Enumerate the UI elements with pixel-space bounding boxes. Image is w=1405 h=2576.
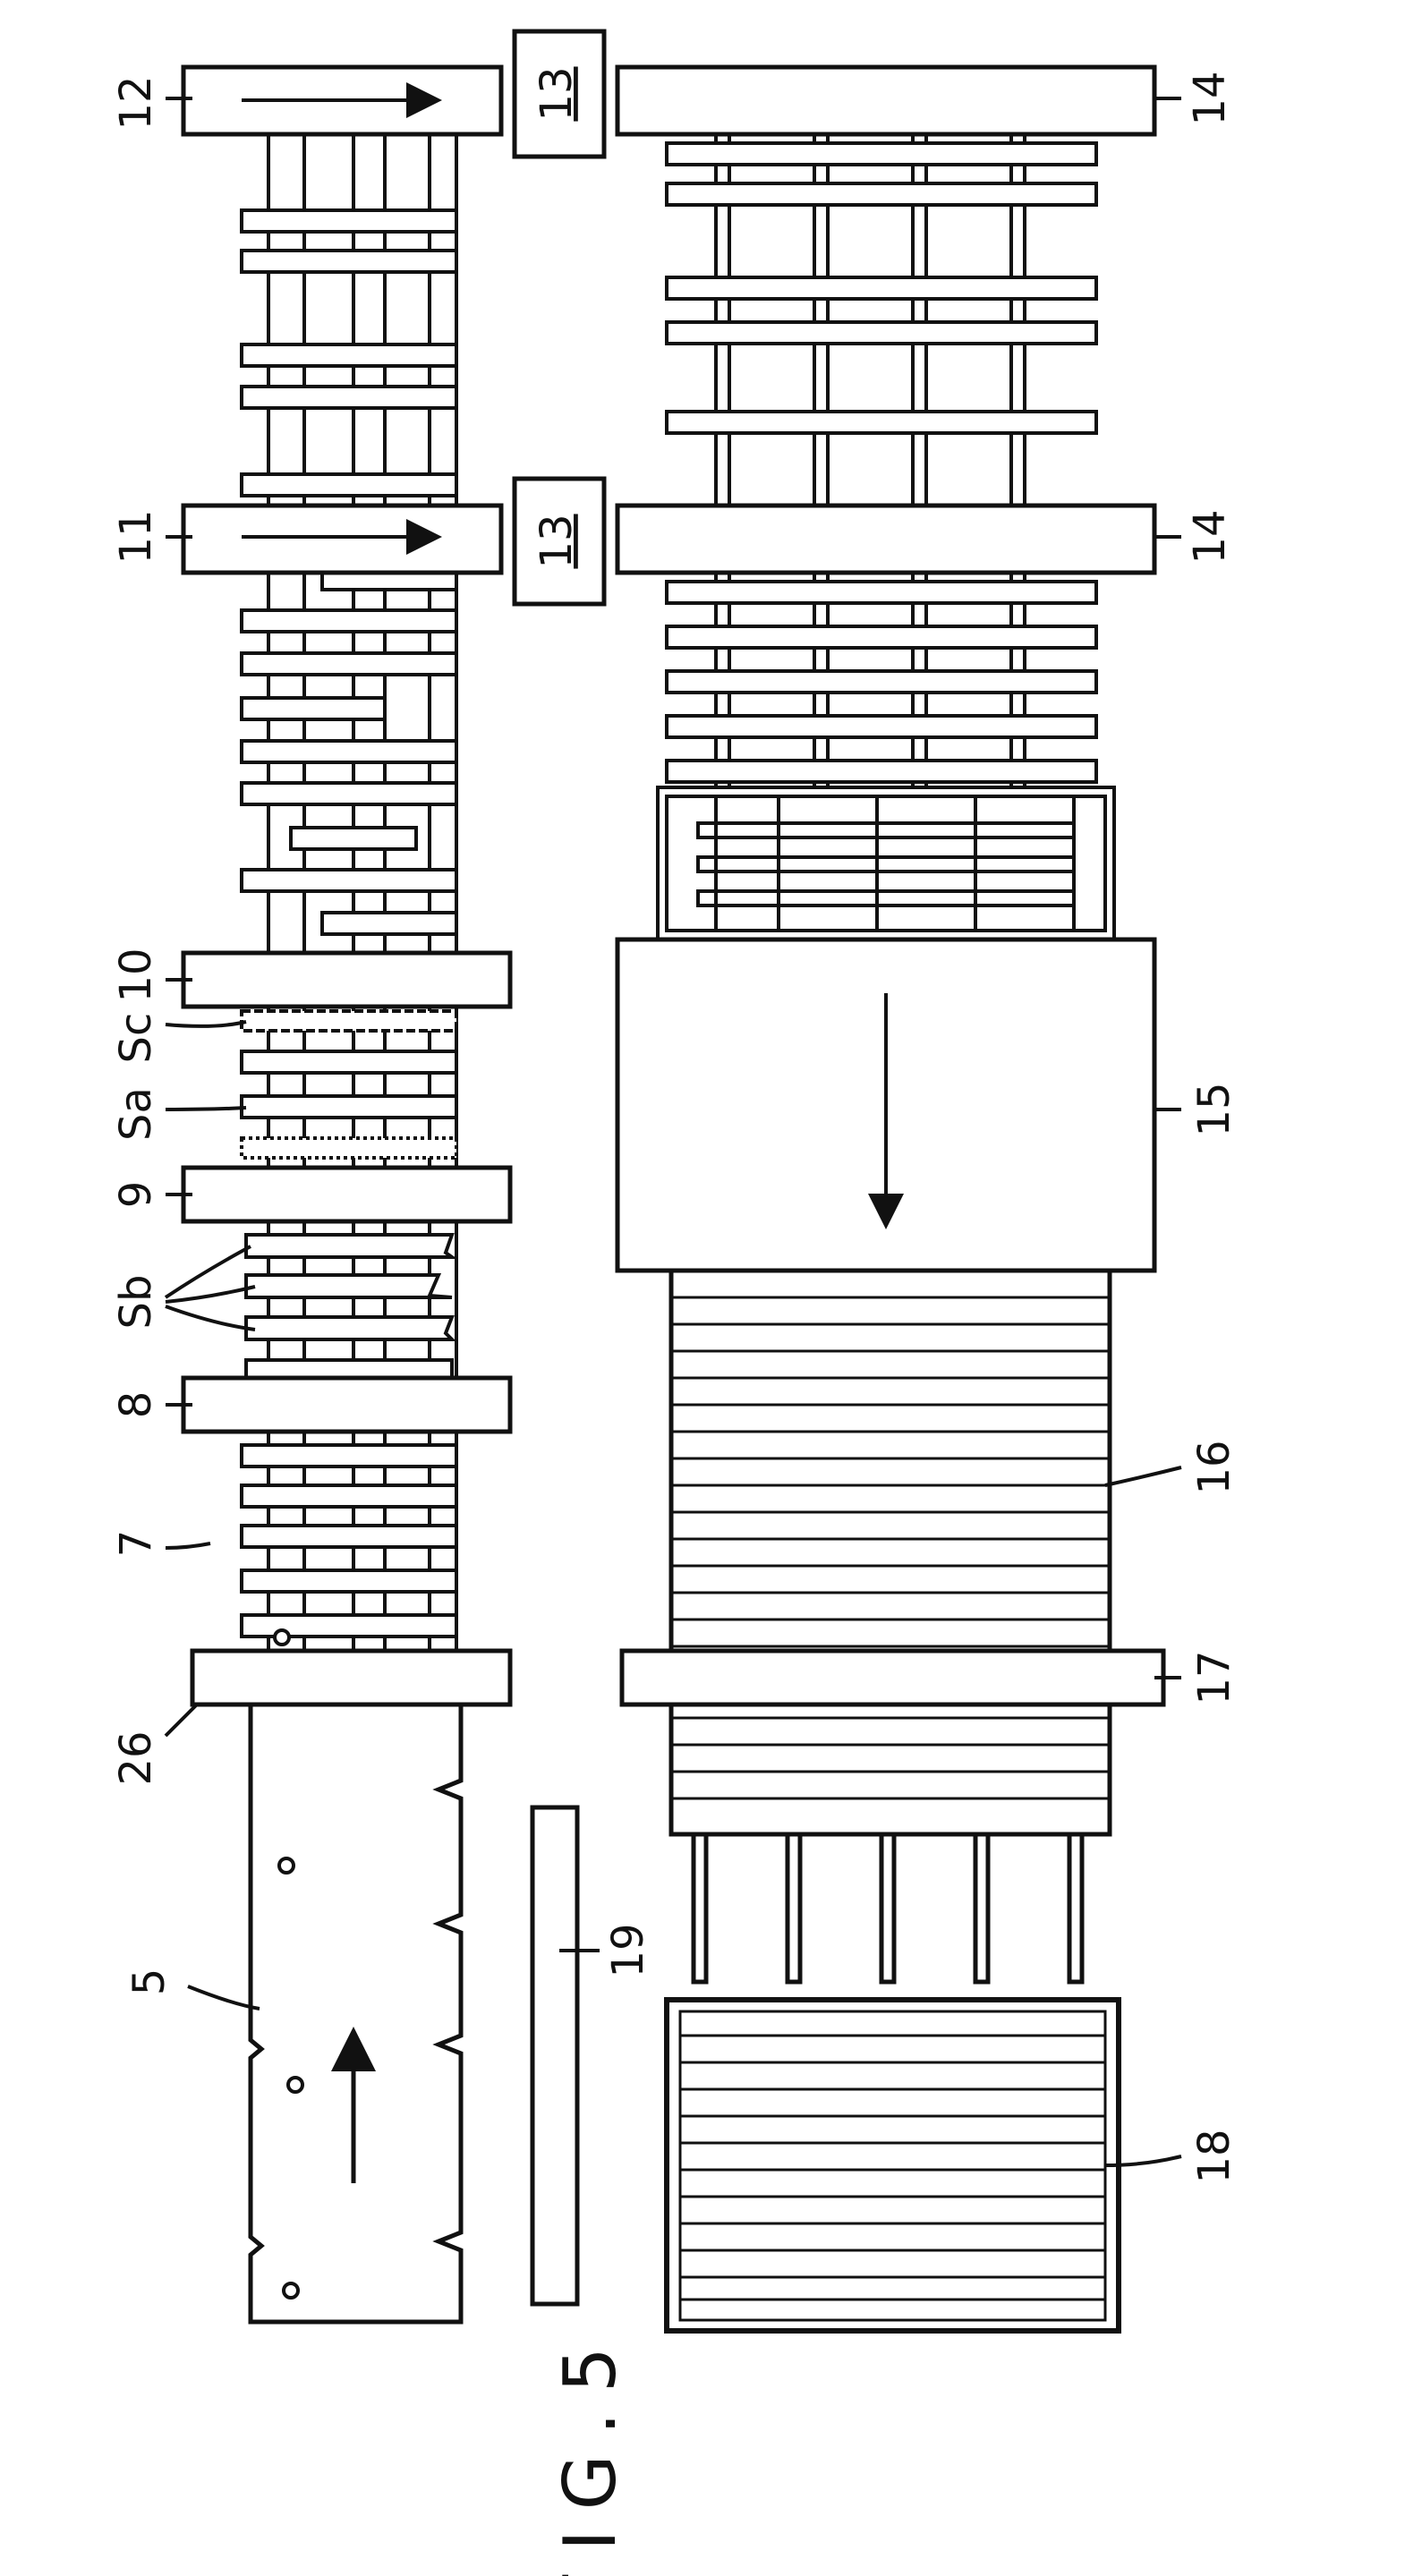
label-9: 9 bbox=[111, 1181, 161, 1209]
stack-16 bbox=[671, 1271, 1110, 1834]
label-Sb: Sb bbox=[111, 1275, 161, 1330]
label-13-upper: 13 bbox=[532, 66, 582, 121]
station-10 bbox=[183, 953, 510, 1007]
right-tray bbox=[658, 787, 1114, 939]
label-11: 11 bbox=[111, 509, 161, 564]
station-11 bbox=[183, 506, 501, 573]
left-slats-sc bbox=[242, 1011, 456, 1158]
left-slats-lower bbox=[242, 1445, 456, 1645]
station-14-upper bbox=[617, 67, 1154, 134]
label-19: 19 bbox=[603, 1923, 653, 1977]
left-slats-sb bbox=[246, 1235, 452, 1380]
label-17: 17 bbox=[1189, 1650, 1239, 1705]
label-7: 7 bbox=[111, 1530, 161, 1558]
label-26: 26 bbox=[111, 1730, 161, 1785]
label-Sc: Sc bbox=[111, 1013, 161, 1064]
station-26 bbox=[192, 1651, 510, 1705]
unit-15 bbox=[617, 939, 1154, 1271]
label-15: 15 bbox=[1189, 1082, 1239, 1136]
station-9 bbox=[183, 1168, 510, 1221]
label-12: 12 bbox=[111, 75, 161, 130]
label-13-lower: 13 bbox=[532, 514, 582, 568]
label-8: 8 bbox=[111, 1391, 161, 1419]
figure-caption: FIG.5 bbox=[549, 2327, 632, 2576]
label-16: 16 bbox=[1189, 1440, 1239, 1494]
station-14-lower bbox=[617, 506, 1154, 573]
label-10: 10 bbox=[111, 948, 161, 1002]
left-slats-upper bbox=[242, 210, 456, 496]
station-8 bbox=[183, 1378, 510, 1432]
label-14-lower: 14 bbox=[1185, 509, 1235, 564]
infeed-strip-5 bbox=[251, 1705, 461, 2322]
bar-17 bbox=[622, 1651, 1163, 1705]
label-Sa: Sa bbox=[111, 1087, 161, 1141]
label-18: 18 bbox=[1189, 2129, 1239, 2183]
bar-19 bbox=[532, 1807, 577, 2304]
left-slats-middle bbox=[242, 568, 456, 934]
label-14-upper: 14 bbox=[1185, 71, 1235, 125]
label-5: 5 bbox=[124, 1968, 175, 1996]
pallet-18 bbox=[667, 2000, 1119, 2331]
